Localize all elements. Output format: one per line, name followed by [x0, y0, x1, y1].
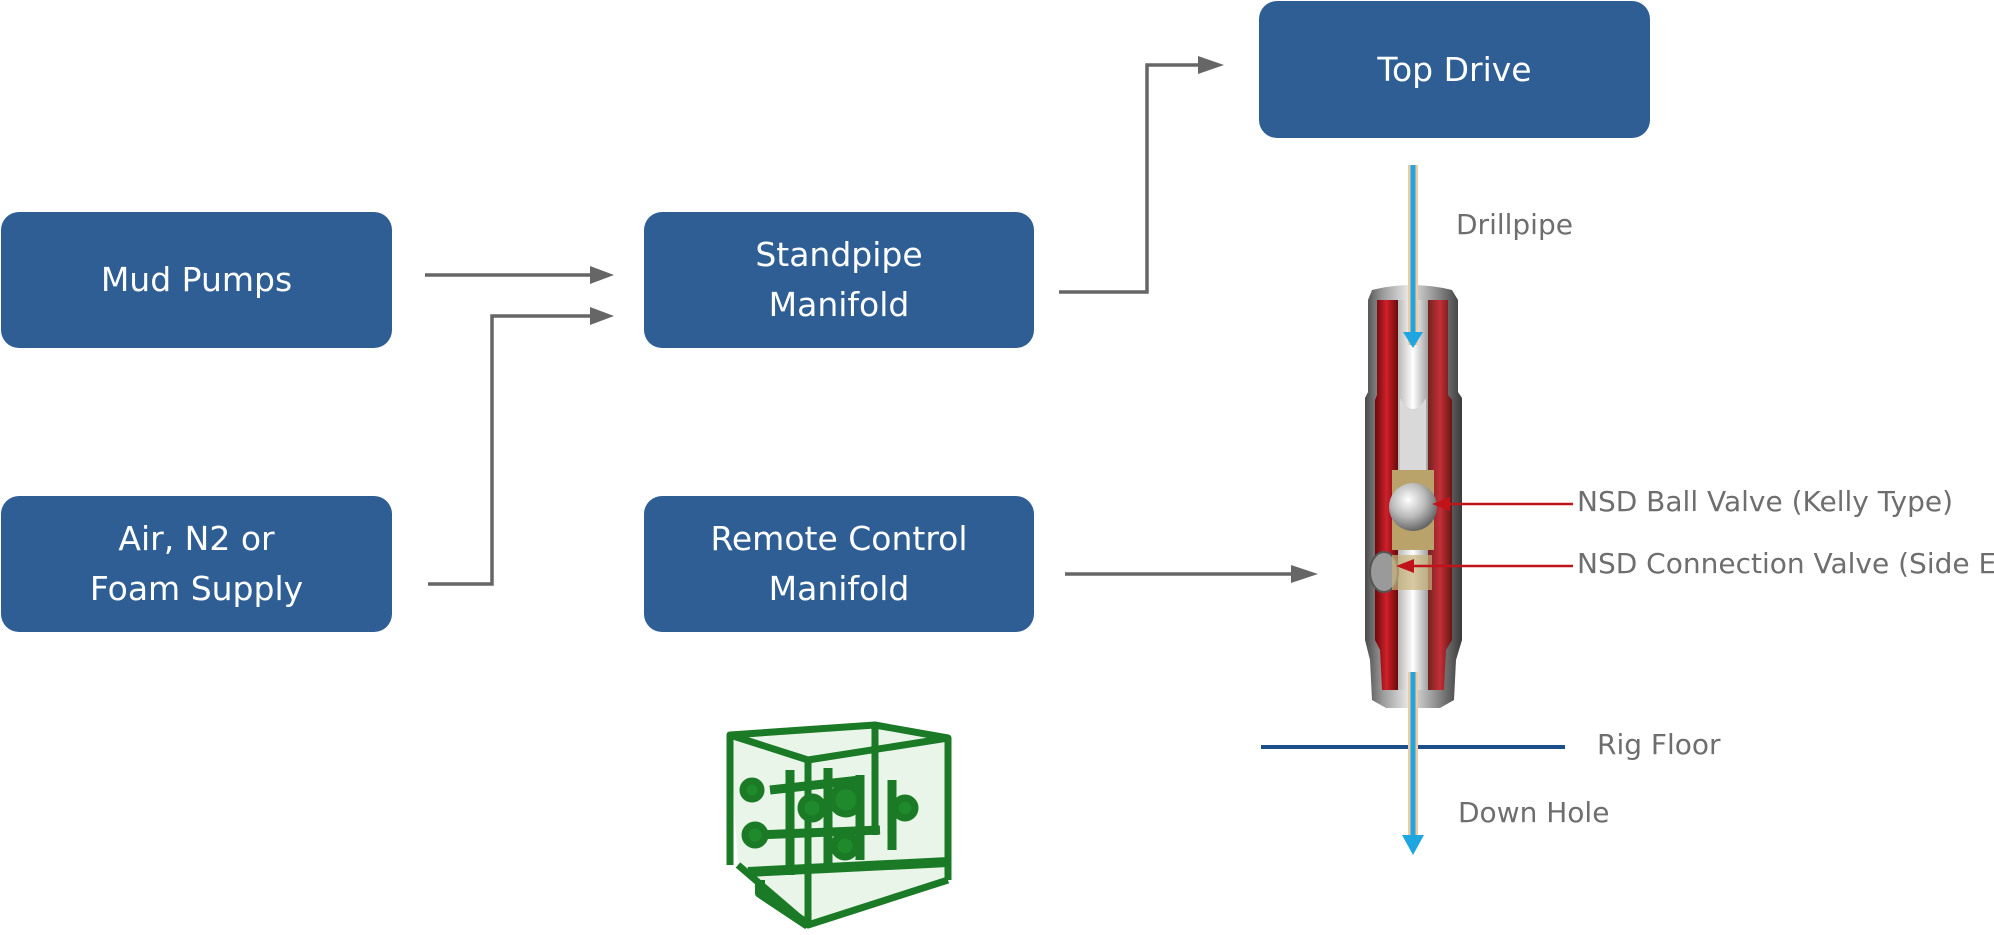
valve-pointers [1396, 497, 1573, 573]
arrowhead-icon [590, 266, 614, 284]
ball-valve-label: NSD Ball Valve (Kelly Type) [1577, 485, 1954, 518]
connector-arrows [425, 63, 1293, 586]
top-drive-box: Top Drive [1259, 1, 1650, 138]
flow-arrowhead-icon [1402, 835, 1424, 855]
pointer-arrowhead-icon [1396, 559, 1414, 573]
air-supply-label-line1: Air, N2 or [118, 519, 275, 558]
drill-sub-cutaway-icon [1365, 285, 1462, 708]
remote-control-manifold-box: Remote Control Manifold [644, 496, 1034, 632]
arrowhead-icon [1198, 56, 1224, 74]
arrowhead-icon [1291, 565, 1318, 583]
connection-valve-label: NSD Connection Valve (Side Entry) [1577, 547, 1994, 580]
rig-floor-label: Rig Floor [1597, 728, 1721, 761]
drillpipe-label: Drillpipe [1456, 208, 1573, 241]
arrow-standpipe-to-top-drive [1059, 63, 1200, 294]
arrow-air-to-standpipe [428, 314, 592, 586]
top-drive-label: Top Drive [1377, 49, 1532, 89]
down-hole-label: Down Hole [1458, 796, 1610, 829]
arrowheads [590, 56, 1318, 583]
standpipe-manifold-label-line2: Manifold [768, 285, 910, 324]
mud-pumps-label: Mud Pumps [100, 260, 293, 299]
arrowhead-icon [590, 307, 614, 325]
manifold-skid-icon [726, 721, 952, 930]
air-supply-label-line2: Foam Supply [89, 569, 304, 608]
remote-control-manifold-label-line2: Manifold [768, 569, 910, 608]
flow-arrowhead-icon [1403, 332, 1423, 348]
standpipe-manifold-label-line1: Standpipe [755, 235, 923, 274]
remote-control-manifold-label-line1: Remote Control [710, 519, 968, 558]
air-supply-box: Air, N2 or Foam Supply [1, 496, 392, 632]
pointer-arrowhead-icon [1432, 497, 1450, 511]
mud-pumps-box: Mud Pumps [1, 212, 392, 348]
standpipe-manifold-box: Standpipe Manifold [644, 212, 1034, 348]
flow-path [1402, 165, 1424, 855]
